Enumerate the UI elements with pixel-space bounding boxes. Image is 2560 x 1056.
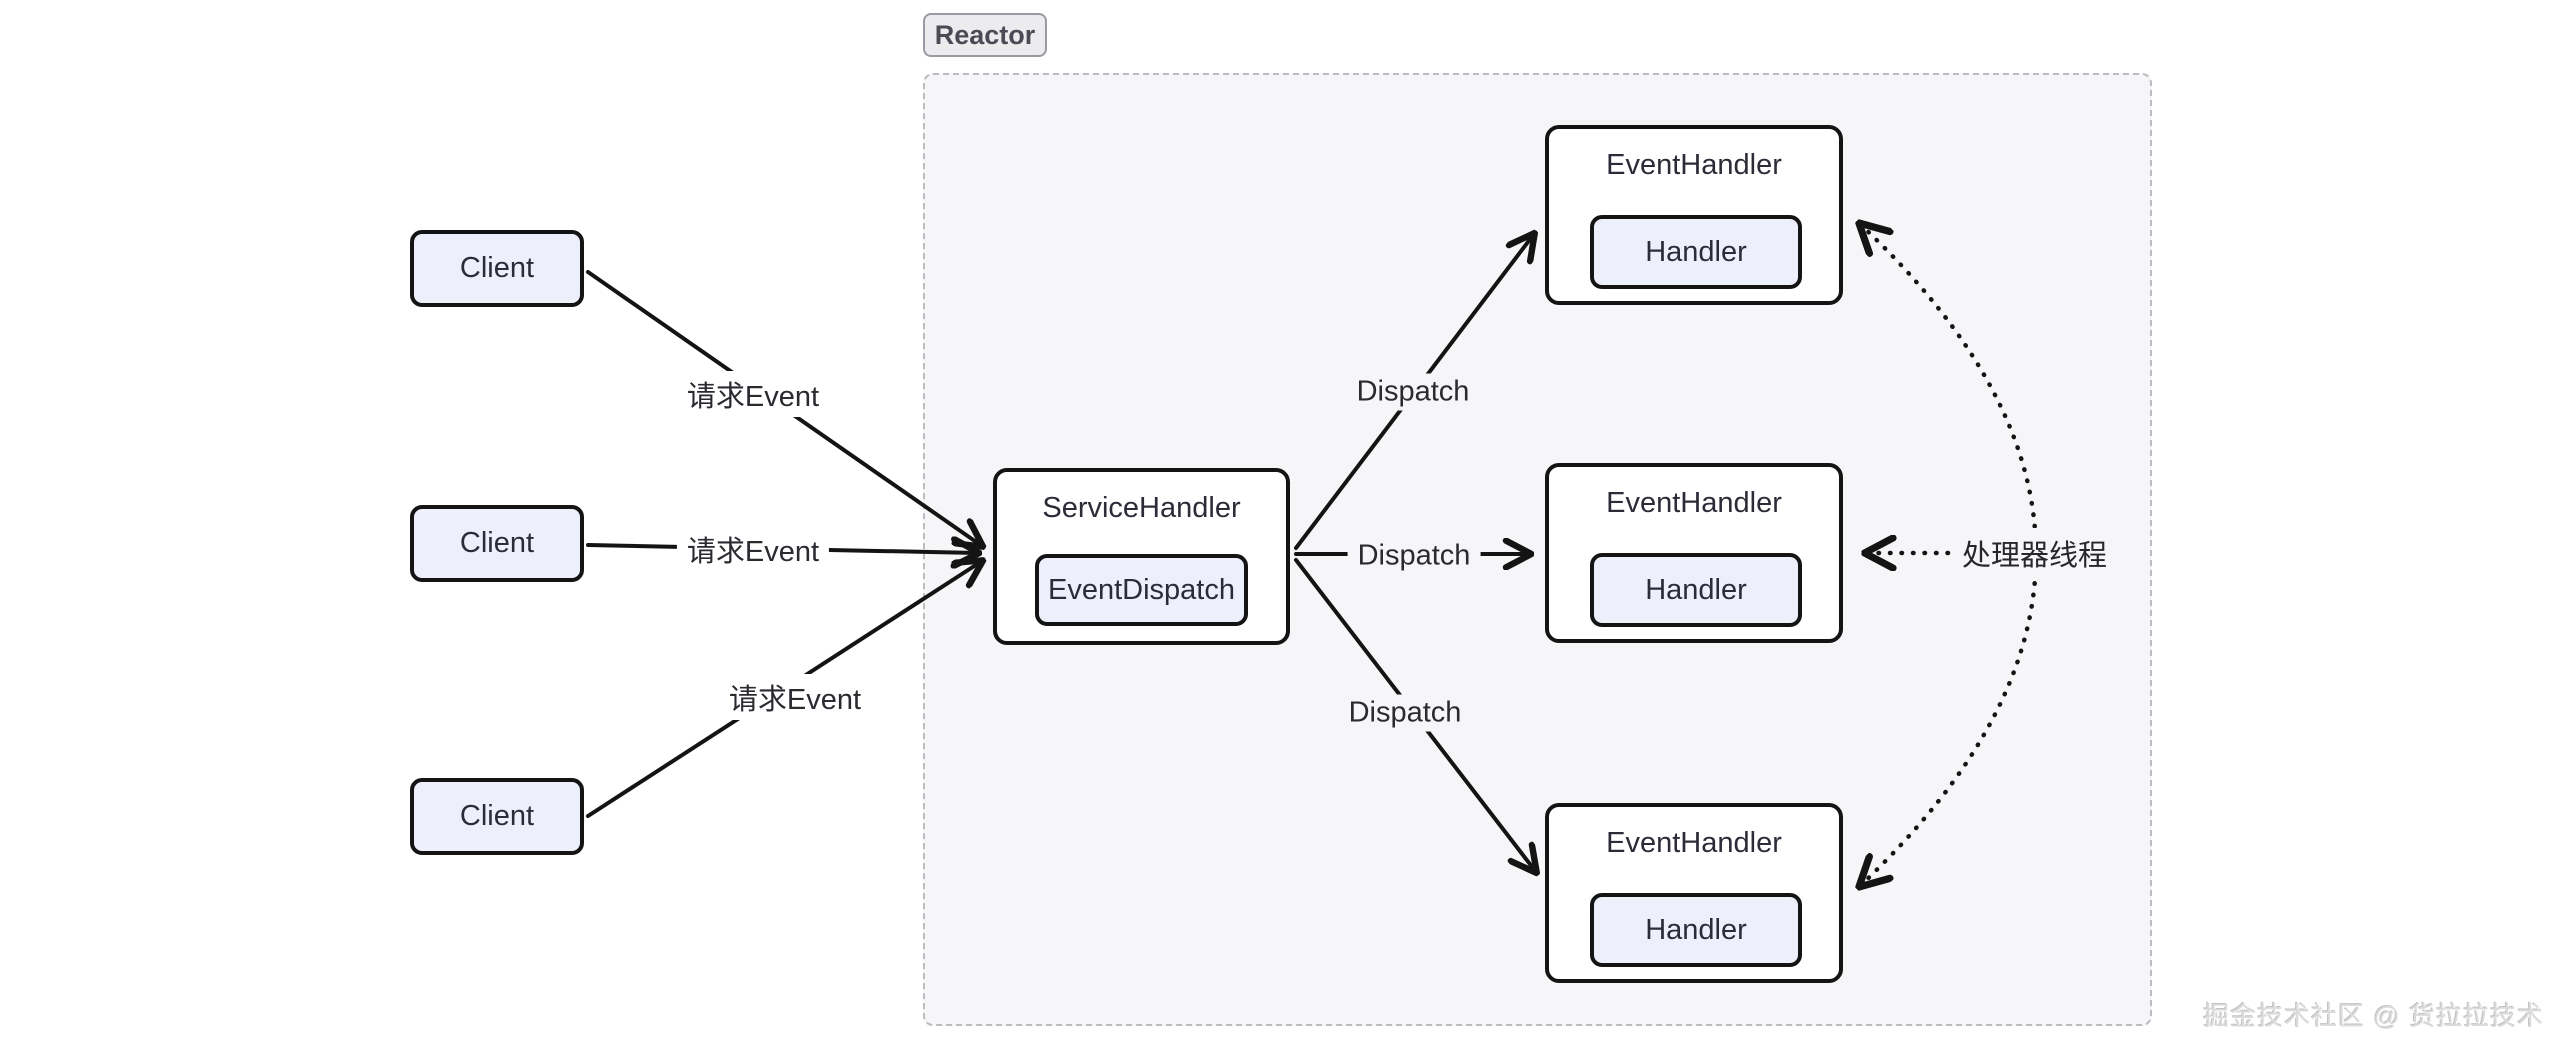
request-event-label-1: 请求Event	[676, 371, 830, 417]
event-handler-box-3: EventHandler Handler	[1545, 803, 1843, 983]
client-box-2: Client	[410, 505, 584, 582]
reactor-label-chip: Reactor	[923, 13, 1047, 57]
reactor-label: Reactor	[934, 19, 1036, 50]
request-event-label-2: 请求Event	[676, 526, 830, 572]
handler-label: Handler	[1645, 573, 1747, 606]
handler-box: Handler	[1590, 553, 1802, 627]
service-handler-title: ServiceHandler	[1042, 492, 1241, 524]
request-event-label-3: 请求Event	[718, 674, 872, 720]
event-dispatch-label: EventDispatch	[1048, 573, 1235, 606]
client-box-1: Client	[410, 230, 584, 307]
event-handler-title: EventHandler	[1606, 149, 1782, 181]
event-handler-title: EventHandler	[1606, 487, 1782, 519]
service-handler-box: ServiceHandler EventDispatch	[993, 468, 1290, 645]
client-box-3: Client	[410, 778, 584, 855]
dispatch-label-2: Dispatch	[1347, 537, 1481, 575]
handler-label: Handler	[1645, 235, 1747, 268]
handler-box: Handler	[1590, 215, 1802, 289]
client-label: Client	[459, 800, 535, 832]
dotted-arc-handler-thread	[1860, 224, 2039, 886]
handler-box: Handler	[1590, 893, 1802, 967]
handler-thread-label: 处理器线程	[1956, 528, 2114, 578]
dispatch-label-3: Dispatch	[1338, 694, 1472, 732]
watermark-text: 掘金技术社区 @ 货拉拉技术	[2203, 1001, 2544, 1031]
handler-label: Handler	[1645, 913, 1747, 946]
event-dispatch-box: EventDispatch	[1035, 554, 1248, 626]
event-handler-box-1: EventHandler Handler	[1545, 125, 1843, 305]
client-label: Client	[459, 527, 535, 559]
event-handler-box-2: EventHandler Handler	[1545, 463, 1843, 643]
client-label: Client	[459, 252, 535, 284]
dispatch-label-1: Dispatch	[1346, 373, 1480, 411]
event-handler-title: EventHandler	[1606, 827, 1782, 859]
